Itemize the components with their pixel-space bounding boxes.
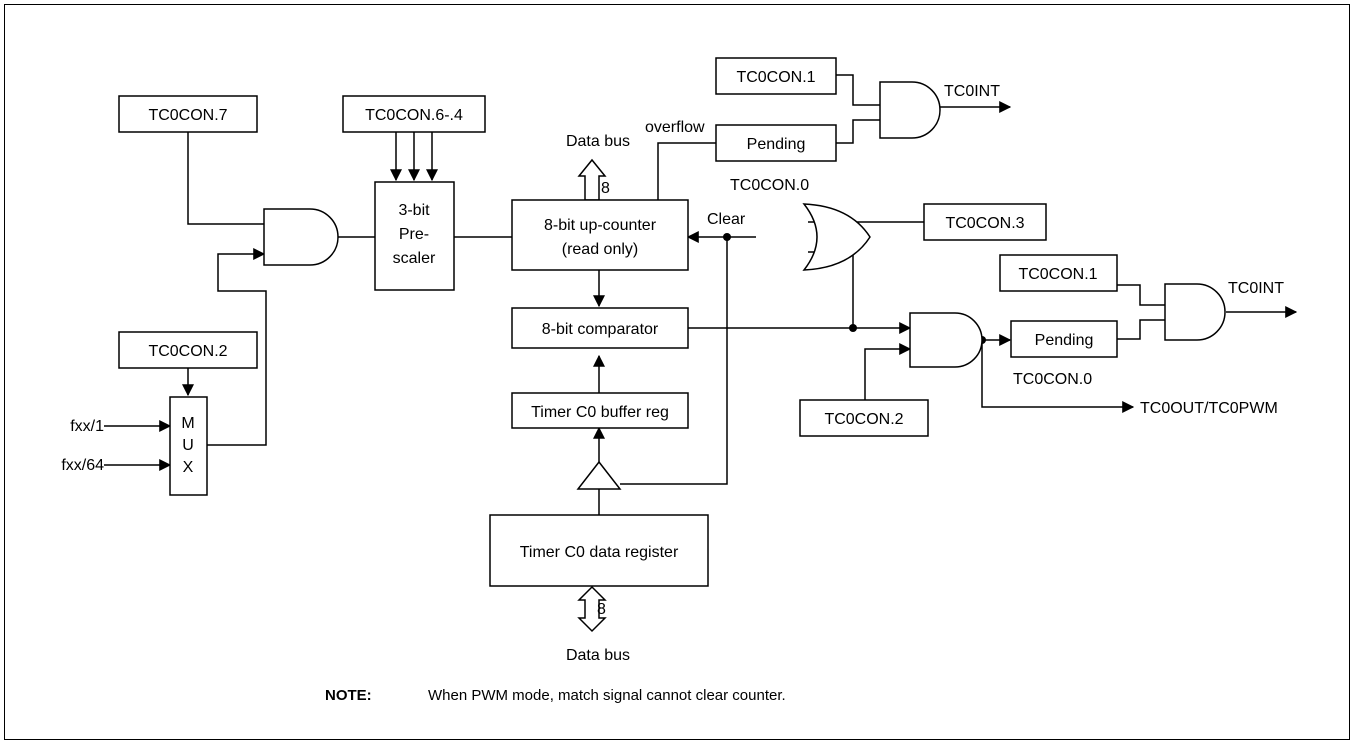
data-bus-bottom-arrow bbox=[577, 585, 607, 633]
clear-junction-dot bbox=[723, 233, 731, 241]
wires bbox=[104, 74, 1298, 515]
fxx64-label: fxx/64 bbox=[61, 457, 104, 474]
prescaler-label-3: scaler bbox=[393, 250, 436, 267]
clear-label: Clear bbox=[707, 211, 746, 228]
buffer-reg-label: Timer C0 buffer reg bbox=[531, 404, 669, 421]
buffer-triangle bbox=[576, 460, 622, 490]
prescaler-label-2: Pre- bbox=[399, 226, 429, 243]
tc0int-right-label: TC0INT bbox=[1228, 280, 1284, 297]
register-tc0con1-top: TC0CON.1 bbox=[715, 57, 837, 95]
up-counter-label-1: 8-bit up-counter bbox=[544, 217, 657, 234]
register-tc0con1-right: TC0CON.1 bbox=[999, 254, 1118, 292]
buffer-reg-block: Timer C0 buffer reg bbox=[511, 392, 689, 429]
fxx1-label: fxx/1 bbox=[70, 418, 104, 435]
register-tc0con6-4-label: TC0CON.6-.4 bbox=[365, 107, 463, 124]
prescaler-block: 3-bit Pre- scaler bbox=[374, 181, 455, 291]
data-bus-top-arrow bbox=[577, 158, 607, 201]
up-counter-label-2: (read only) bbox=[562, 241, 638, 258]
mux-block: M U X bbox=[169, 396, 208, 496]
bus-width-top-label: 8 bbox=[601, 180, 610, 197]
overflow-label: overflow bbox=[645, 119, 705, 136]
register-tc0con2-mux-label: TC0CON.2 bbox=[148, 343, 227, 360]
tc0int-top-label: TC0INT bbox=[944, 83, 1000, 100]
data-bus-bottom-label: Data bus bbox=[566, 647, 630, 664]
register-tc0con3-label: TC0CON.3 bbox=[945, 215, 1024, 232]
tc0con0-right-label: TC0CON.0 bbox=[1013, 371, 1092, 388]
data-register-block: Timer C0 data register bbox=[489, 514, 709, 587]
mux-label-u: U bbox=[182, 437, 194, 454]
register-tc0con7-label: TC0CON.7 bbox=[148, 107, 227, 124]
register-tc0con2-mux: TC0CON.2 bbox=[118, 331, 258, 369]
diagram-frame bbox=[4, 4, 1350, 740]
register-tc0con7: TC0CON.7 bbox=[118, 95, 258, 133]
mux-label-x: X bbox=[183, 459, 194, 476]
register-tc0con2-and: TC0CON.2 bbox=[799, 399, 929, 437]
up-counter-block: 8-bit up-counter (read only) bbox=[511, 199, 689, 271]
compare-junction-dot bbox=[849, 324, 857, 332]
register-tc0con1-top-label: TC0CON.1 bbox=[736, 69, 815, 86]
register-tc0con3: TC0CON.3 bbox=[923, 203, 1047, 241]
comparator-label: 8-bit comparator bbox=[542, 321, 659, 338]
data-bus-top-label: Data bus bbox=[566, 133, 630, 150]
comparator-block: 8-bit comparator bbox=[511, 307, 689, 349]
and-gate-prescaler bbox=[263, 208, 339, 266]
prescaler-label-1: 3-bit bbox=[398, 202, 430, 219]
pending-top-block: Pending bbox=[715, 124, 837, 162]
pending-right-label: Pending bbox=[1035, 332, 1094, 349]
bus-width-bottom-label: 8 bbox=[597, 601, 606, 618]
and-gate-match-int bbox=[1164, 283, 1226, 341]
tc0con0-top-label: TC0CON.0 bbox=[730, 177, 809, 194]
data-register-label: Timer C0 data register bbox=[520, 544, 679, 561]
or-gate-clear bbox=[802, 203, 871, 271]
pending-right-block: Pending bbox=[1010, 320, 1118, 358]
mux-label-m: M bbox=[181, 415, 194, 432]
register-tc0con6-4: TC0CON.6-.4 bbox=[342, 95, 486, 133]
note-label: NOTE: bbox=[325, 687, 372, 704]
note-text: When PWM mode, match signal cannot clear… bbox=[428, 687, 786, 704]
tc0out-label: TC0OUT/TC0PWM bbox=[1140, 400, 1278, 417]
and-gate-overflow-int bbox=[879, 81, 941, 139]
register-tc0con2-and-label: TC0CON.2 bbox=[824, 411, 903, 428]
pending-top-label: Pending bbox=[747, 136, 806, 153]
register-tc0con1-right-label: TC0CON.1 bbox=[1018, 266, 1097, 283]
and-gate-match bbox=[909, 312, 983, 368]
